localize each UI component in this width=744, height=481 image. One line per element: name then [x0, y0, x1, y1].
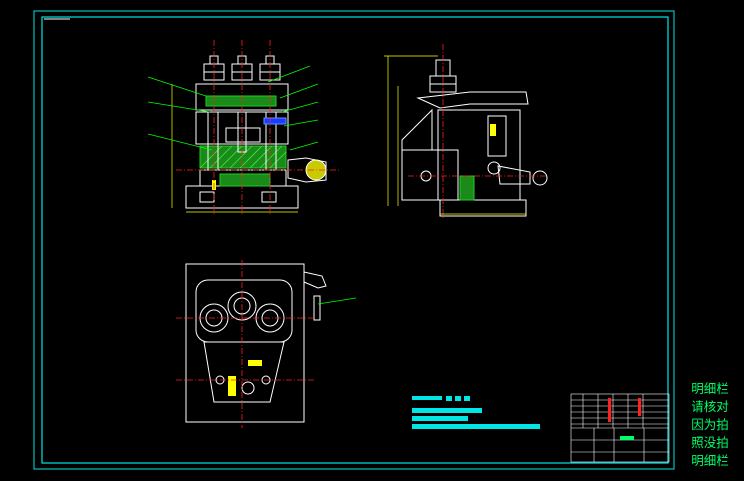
title-text-bars	[412, 396, 540, 429]
title-block	[570, 393, 670, 463]
side-note-line: 明细栏	[691, 381, 729, 396]
side-note-line: 因为拍	[691, 417, 729, 432]
front-view	[147, 40, 340, 214]
side-note-line: 请核对	[691, 399, 729, 414]
side-note-line: 照没拍	[691, 435, 729, 450]
drawing-frame	[33, 10, 675, 470]
side-note-line: 明细栏	[691, 453, 729, 468]
side-view	[384, 44, 548, 220]
side-note-lines: 明细栏 请核对 因为拍 照没拍 明细栏	[680, 380, 740, 470]
top-view	[176, 260, 357, 428]
